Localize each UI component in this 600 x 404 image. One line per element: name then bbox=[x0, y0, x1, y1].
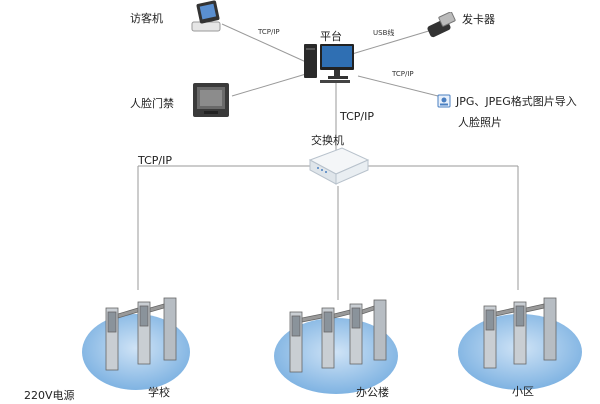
site-school-label: 学校 bbox=[148, 386, 170, 399]
network-switch bbox=[306, 146, 370, 186]
card-issuer bbox=[426, 11, 458, 38]
site-office-label: 办公楼 bbox=[356, 386, 389, 399]
face-door-label: 人脸门禁 bbox=[130, 97, 174, 110]
link-photo-label: TCP/IP bbox=[392, 70, 414, 78]
card-issuer-label: 发卡器 bbox=[462, 13, 495, 26]
face-door-device bbox=[192, 82, 230, 118]
turnstile-office bbox=[268, 294, 408, 400]
link-switch-turnstile-label: TCP/IP bbox=[138, 154, 172, 167]
link-platform-switch-label: TCP/IP bbox=[340, 110, 374, 123]
platform-pc bbox=[304, 42, 356, 84]
link-card-label: USB线 bbox=[373, 29, 395, 37]
link-card-platform bbox=[351, 29, 433, 55]
photo-import-label-1: JPG、JPEG格式图片导入 bbox=[456, 95, 577, 108]
site-community-label: 小区 bbox=[512, 385, 534, 398]
visitor-terminal-label: 访客机 bbox=[130, 12, 163, 25]
link-visitor-platform bbox=[221, 23, 307, 63]
link-visitor-label: TCP/IP bbox=[258, 28, 280, 36]
switch-label: 交换机 bbox=[311, 134, 344, 147]
photo-import-icon bbox=[437, 93, 451, 108]
link-photo-platform bbox=[357, 75, 439, 97]
power-label: 220V电源 bbox=[24, 389, 75, 402]
turnstile-school bbox=[80, 290, 200, 400]
turnstile-community bbox=[452, 290, 592, 400]
link-face-platform bbox=[231, 73, 307, 97]
visitor-terminal bbox=[188, 0, 224, 34]
photo-import-label-2: 人脸照片 bbox=[458, 116, 502, 129]
platform-label: 平台 bbox=[320, 30, 342, 43]
